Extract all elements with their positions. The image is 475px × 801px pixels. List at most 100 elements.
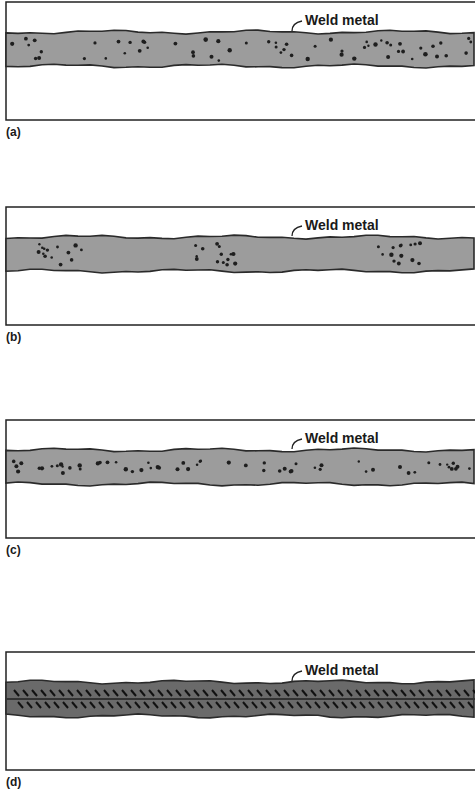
pore — [397, 262, 401, 266]
wormhole — [230, 690, 235, 696]
pore — [399, 244, 403, 248]
pore — [12, 460, 16, 464]
wormhole — [401, 690, 406, 696]
pore — [280, 51, 283, 54]
pore — [43, 247, 46, 250]
pore — [37, 250, 41, 254]
pore — [275, 46, 278, 49]
wormhole — [297, 702, 302, 708]
wormhole — [45, 702, 50, 708]
wormhole — [167, 690, 172, 696]
pore — [201, 247, 205, 251]
pore — [96, 461, 100, 465]
wormhole — [374, 690, 379, 696]
pore — [106, 460, 110, 464]
pore — [59, 263, 63, 267]
wormhole — [113, 690, 118, 696]
pore — [225, 263, 229, 267]
panel-label: (a) — [6, 126, 21, 138]
wormhole — [369, 702, 374, 708]
pore — [401, 50, 405, 54]
pore — [423, 52, 428, 57]
pore — [56, 464, 59, 467]
pore — [289, 470, 293, 474]
wormhole — [405, 702, 410, 708]
plate-outline — [6, 652, 475, 770]
wormhole — [176, 690, 181, 696]
wormhole — [320, 690, 325, 696]
pore — [407, 471, 411, 475]
pore — [56, 246, 59, 249]
pore — [244, 464, 248, 468]
wormhole — [428, 690, 433, 696]
wormhole — [18, 702, 23, 708]
wormhole — [77, 690, 82, 696]
pore — [386, 55, 390, 59]
pore — [186, 467, 190, 471]
wormhole — [342, 702, 347, 708]
pore — [46, 248, 49, 251]
weld-metal-label: Weld metal — [305, 663, 379, 677]
pore — [42, 253, 45, 256]
wormhole — [99, 702, 104, 708]
wormhole — [72, 702, 77, 708]
pore — [267, 40, 270, 43]
pore — [417, 262, 421, 266]
pore — [83, 57, 86, 60]
pore — [398, 465, 402, 469]
pore — [10, 42, 14, 46]
pore — [174, 42, 178, 46]
wormhole — [203, 690, 208, 696]
wormhole — [275, 690, 280, 696]
pore — [203, 37, 208, 42]
pore — [469, 41, 472, 44]
pore — [139, 468, 143, 472]
pore — [444, 54, 448, 58]
wormhole — [333, 702, 338, 708]
pore — [358, 460, 360, 462]
pore — [456, 465, 460, 469]
wormhole — [432, 702, 437, 708]
wormhole — [158, 690, 163, 696]
wormhole — [41, 690, 46, 696]
pore — [196, 255, 198, 257]
wormhole — [261, 702, 266, 708]
pore — [216, 39, 220, 43]
wormhole — [288, 702, 293, 708]
pore — [262, 469, 265, 472]
wormhole — [464, 690, 469, 696]
pore — [50, 256, 53, 259]
wormhole — [455, 690, 460, 696]
pore — [399, 254, 403, 258]
pore — [51, 465, 54, 468]
pore — [34, 57, 37, 60]
wormhole — [198, 702, 203, 708]
wormhole — [356, 690, 361, 696]
pore — [431, 45, 435, 49]
wormhole — [90, 702, 95, 708]
wormhole — [252, 702, 257, 708]
pore — [70, 258, 74, 262]
pore — [93, 41, 96, 44]
wormhole — [414, 702, 419, 708]
wormhole — [266, 690, 271, 696]
panel-label: (d) — [6, 776, 21, 788]
pore — [278, 469, 282, 473]
bead-center — [6, 698, 475, 700]
pore — [373, 42, 377, 46]
pore — [157, 466, 161, 470]
pore — [216, 260, 219, 263]
wormhole — [410, 690, 415, 696]
pore — [380, 39, 382, 41]
pore — [263, 461, 266, 464]
wormhole — [329, 690, 334, 696]
weld-bead — [6, 30, 474, 68]
pore — [24, 37, 28, 41]
wormhole — [95, 690, 100, 696]
pore — [282, 48, 285, 51]
pore — [210, 55, 214, 59]
wormhole — [446, 690, 451, 696]
pore — [105, 57, 108, 60]
pore — [147, 461, 150, 464]
pore — [37, 56, 41, 60]
